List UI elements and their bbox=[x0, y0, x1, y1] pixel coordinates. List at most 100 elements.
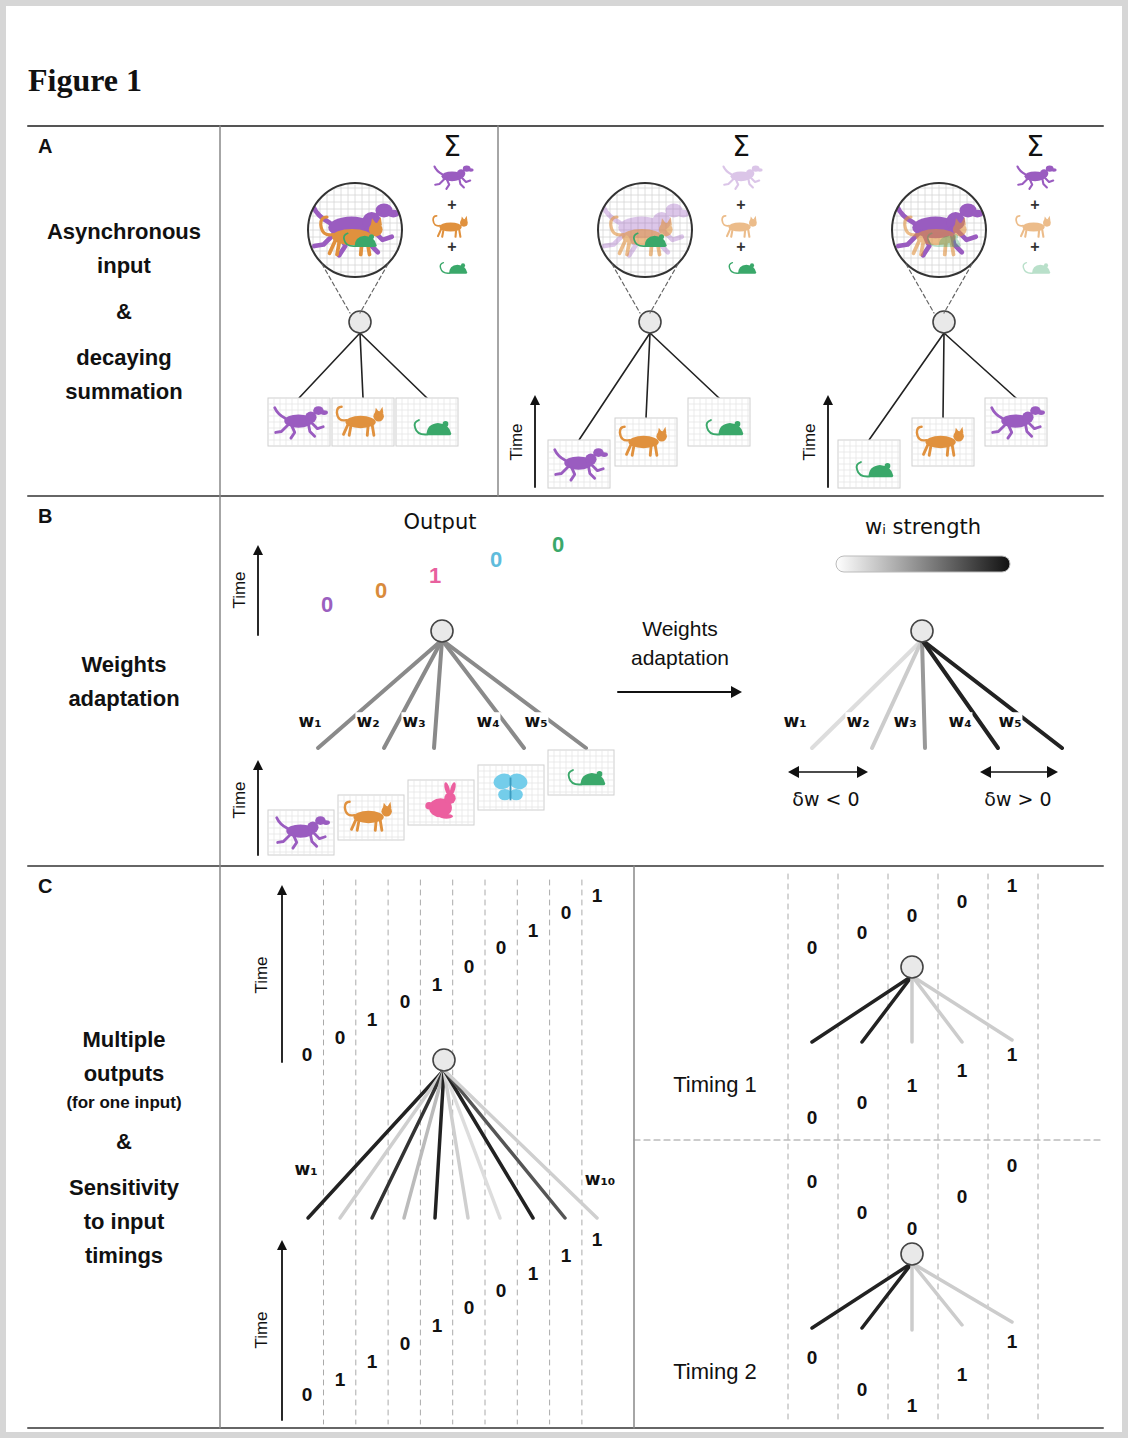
neuron bbox=[901, 956, 923, 978]
cat-part bbox=[380, 407, 384, 414]
strength-bar bbox=[836, 556, 1010, 572]
grid-line bbox=[332, 434, 394, 435]
cat-part bbox=[924, 444, 929, 454]
dog-part bbox=[959, 206, 967, 218]
cat-part bbox=[374, 820, 378, 830]
grid-line bbox=[408, 786, 474, 787]
cat-part bbox=[372, 424, 374, 435]
dog-part bbox=[308, 422, 315, 436]
grid-line bbox=[838, 446, 900, 447]
zoom-leader bbox=[360, 264, 388, 313]
caption-label: wᵢ strength bbox=[865, 515, 981, 539]
weight-label: w₁₀ bbox=[584, 1170, 617, 1190]
grid-line bbox=[268, 816, 334, 817]
grid-line bbox=[478, 801, 544, 802]
cat-icon bbox=[433, 216, 468, 237]
binary-value: 0 bbox=[300, 1044, 315, 1066]
neuron bbox=[639, 311, 661, 333]
mouse-part bbox=[953, 234, 958, 239]
panel-heading: Multiple outputs bbox=[59, 1023, 189, 1091]
dog-part bbox=[556, 466, 569, 475]
binary-value: 0 bbox=[494, 1280, 509, 1302]
mouse-part bbox=[735, 421, 741, 427]
dog-part bbox=[291, 424, 295, 438]
binary-value: 1 bbox=[905, 1075, 920, 1097]
dog-part bbox=[375, 206, 383, 218]
arrow-head bbox=[277, 885, 287, 895]
binary-value: 0 bbox=[333, 1027, 348, 1049]
grid-line bbox=[891, 181, 987, 182]
cat-icon bbox=[321, 217, 383, 255]
dog-part bbox=[435, 167, 443, 175]
dog-part bbox=[468, 168, 474, 172]
grid-frame bbox=[408, 780, 474, 825]
dog-part bbox=[735, 178, 738, 189]
cat-part bbox=[620, 427, 630, 441]
grid-line bbox=[912, 460, 974, 461]
binary-value: 0 bbox=[462, 1297, 477, 1319]
grid-line bbox=[414, 780, 415, 825]
cat-icon bbox=[611, 217, 673, 255]
neuron bbox=[911, 620, 933, 642]
cat-part bbox=[929, 445, 931, 455]
page-frame bbox=[3, 3, 1125, 1435]
image-grid bbox=[985, 398, 1047, 446]
grid-line bbox=[597, 258, 693, 259]
panel-heading: Sensitivity to input timings bbox=[59, 1171, 189, 1273]
weight-line bbox=[340, 1070, 444, 1218]
grid-line bbox=[468, 780, 469, 825]
column-guide bbox=[485, 880, 486, 1424]
weight-line bbox=[434, 640, 442, 748]
dog-icon bbox=[277, 816, 330, 848]
cat-icon bbox=[337, 407, 384, 436]
output-value: 1 bbox=[429, 563, 441, 588]
grid-line bbox=[344, 795, 345, 840]
grid-line bbox=[838, 482, 900, 483]
grid-line bbox=[408, 792, 474, 793]
grid-line bbox=[396, 422, 458, 423]
grid-line bbox=[386, 795, 387, 840]
dog-part bbox=[993, 424, 1006, 433]
grid-frame bbox=[985, 398, 1047, 446]
grid-line bbox=[912, 430, 974, 431]
panel-rule bbox=[28, 495, 1103, 497]
axis-label: Time bbox=[252, 956, 272, 993]
grid-line bbox=[597, 265, 693, 266]
grid-frame bbox=[268, 810, 334, 855]
cat-part bbox=[459, 228, 460, 236]
weight-line bbox=[384, 640, 442, 748]
image-grid bbox=[688, 398, 750, 446]
dog-icon bbox=[1018, 165, 1057, 188]
cat-part bbox=[1016, 216, 1023, 226]
panel-rule bbox=[28, 1427, 1103, 1429]
column-guide bbox=[838, 874, 839, 1424]
rabbit-part bbox=[440, 814, 453, 819]
cat-part bbox=[380, 819, 382, 830]
cat-part bbox=[377, 217, 382, 226]
cat-part bbox=[750, 217, 753, 221]
mouse-part bbox=[750, 263, 754, 267]
mouse-icon bbox=[344, 233, 377, 247]
mouse-part bbox=[729, 263, 738, 274]
dog-part bbox=[459, 177, 464, 188]
arrow-shaft bbox=[618, 691, 734, 693]
arrow-head bbox=[253, 760, 263, 770]
arrow-head bbox=[530, 395, 540, 405]
weight-line bbox=[435, 1070, 444, 1218]
time-arrow bbox=[827, 403, 829, 487]
arrow-head bbox=[253, 545, 263, 555]
weight-label: w₄ bbox=[475, 712, 500, 732]
cat-part bbox=[649, 445, 653, 455]
grid-frame bbox=[615, 418, 677, 466]
grid-line bbox=[396, 440, 458, 441]
grid-line bbox=[548, 792, 614, 793]
grid-line bbox=[307, 181, 403, 182]
grid-line bbox=[548, 482, 610, 483]
zoom-circle bbox=[308, 183, 402, 277]
time-arrow bbox=[281, 893, 283, 1062]
grid-line bbox=[332, 404, 394, 405]
cat-part bbox=[345, 802, 355, 816]
grid-line bbox=[615, 430, 677, 431]
zoom-view bbox=[306, 181, 404, 279]
